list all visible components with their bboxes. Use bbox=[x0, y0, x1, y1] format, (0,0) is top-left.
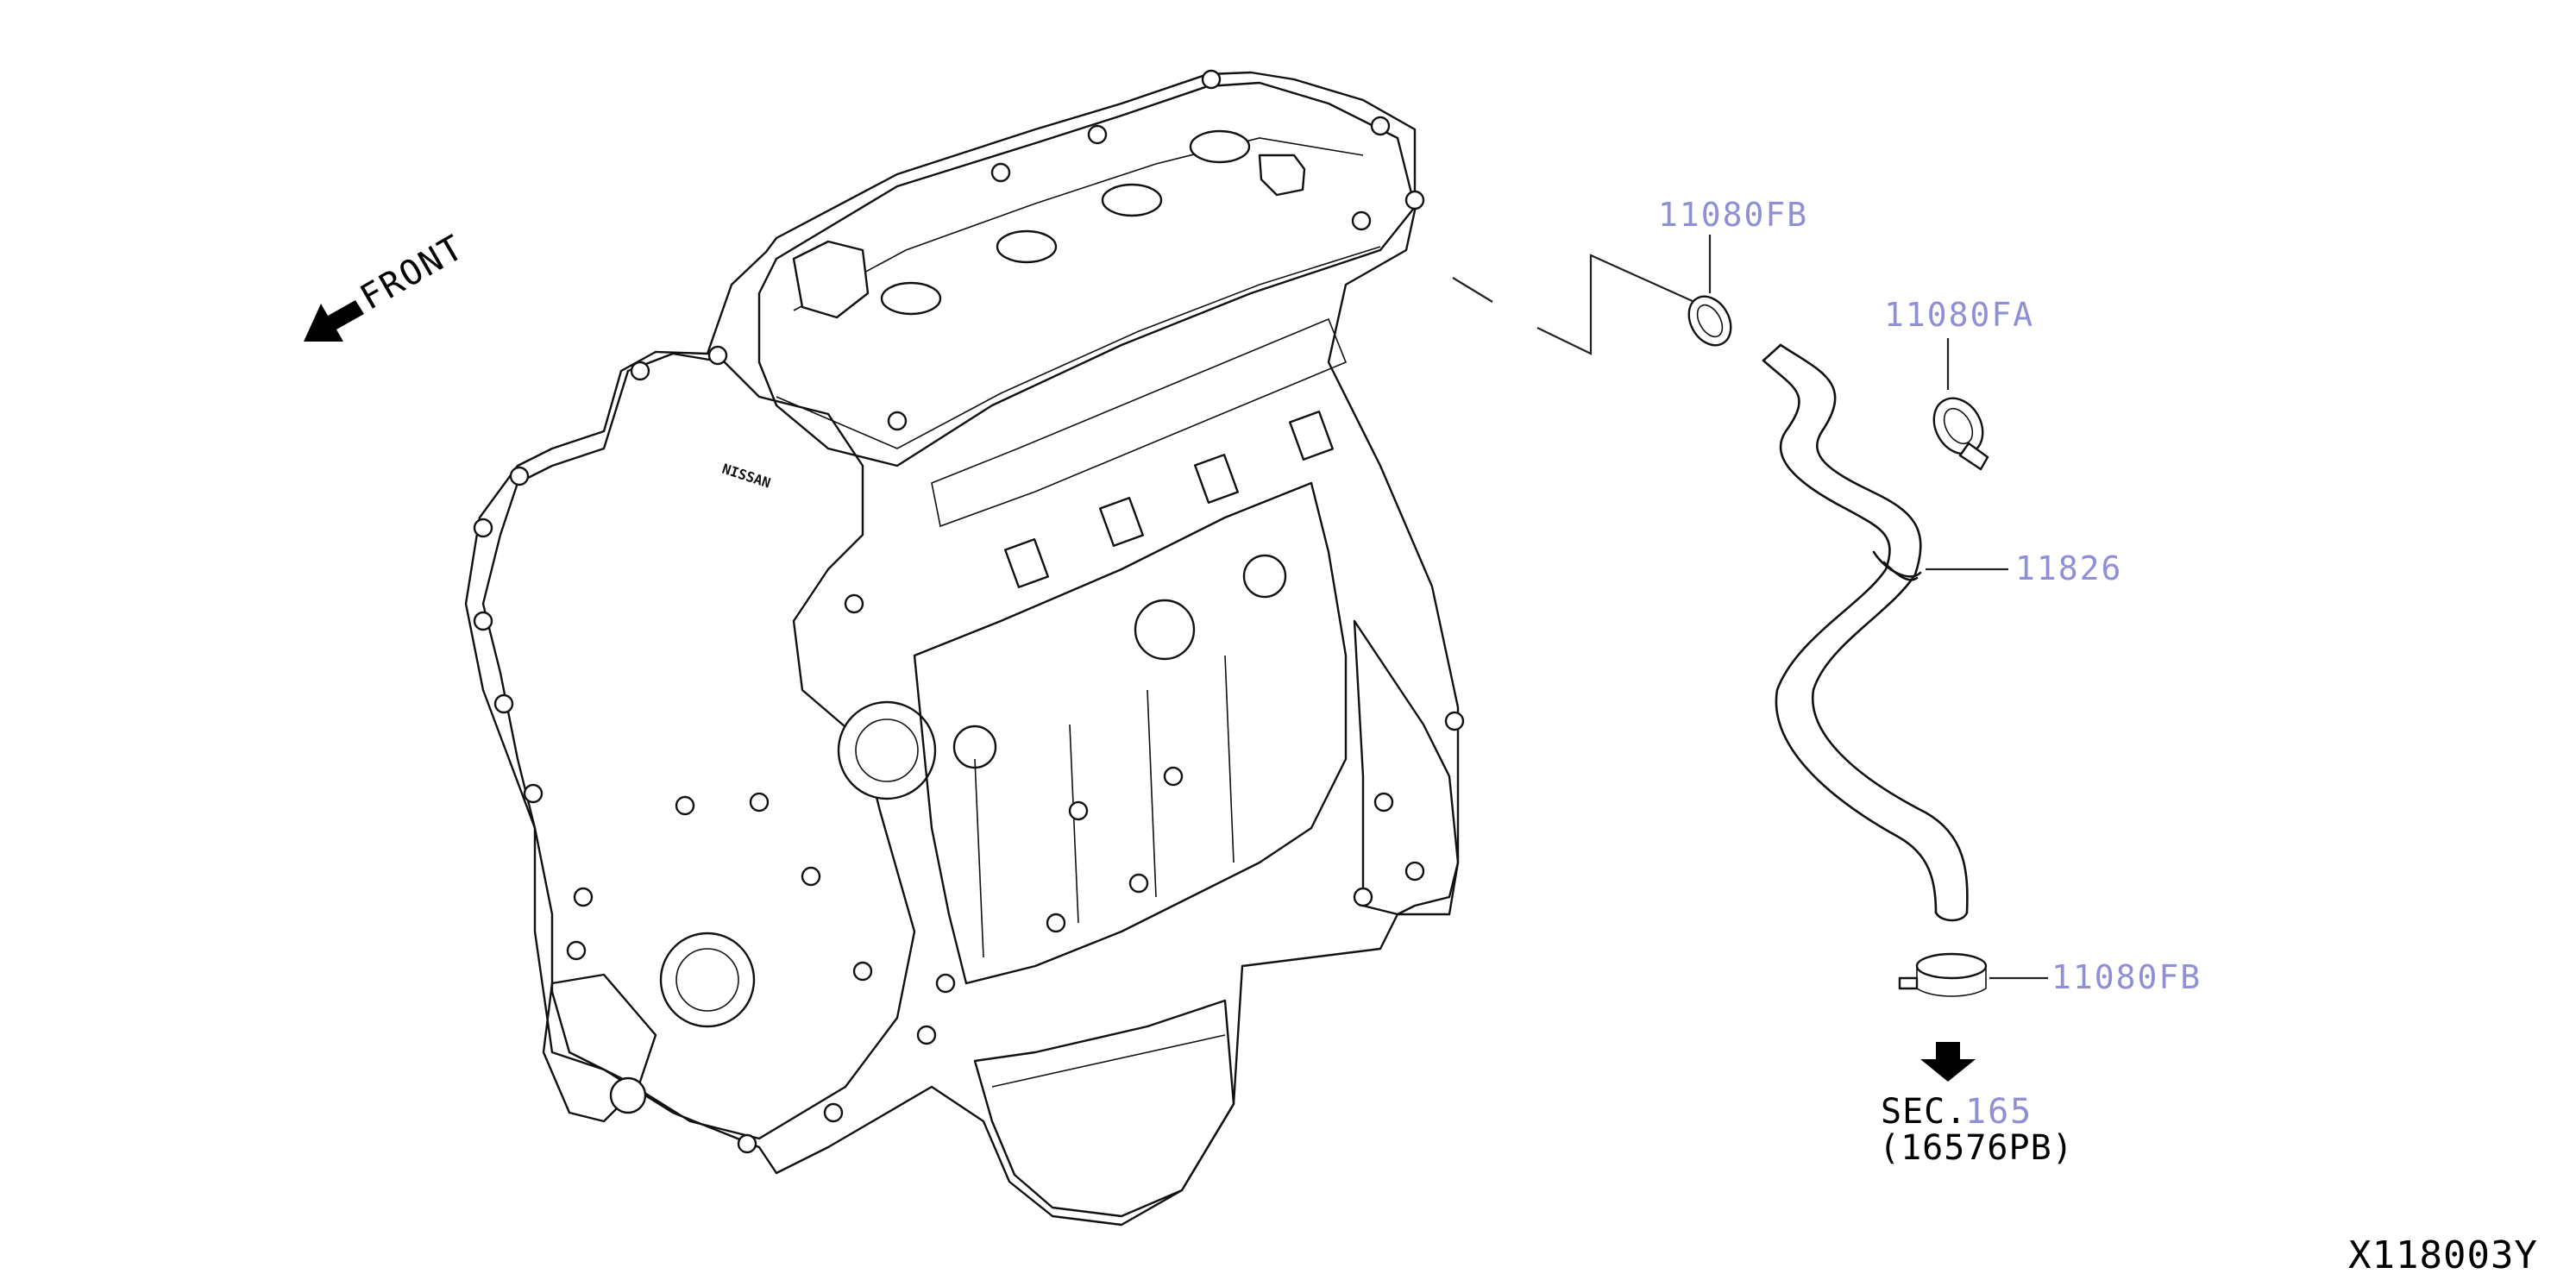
section-prefix: SEC. bbox=[1881, 1092, 1967, 1132]
front-label: FRONT bbox=[354, 228, 471, 318]
blow-by-hose-assembly bbox=[1687, 295, 1989, 997]
bellhousing-face bbox=[1353, 619, 1460, 916]
hose-upper-end bbox=[1762, 343, 1782, 362]
valve-cover-ridge bbox=[793, 137, 1364, 311]
spark-plug-well-3 bbox=[1101, 183, 1163, 217]
down-arrow-icon bbox=[1920, 1042, 1976, 1082]
water-pump-boss bbox=[837, 700, 937, 800]
hose-band-2 bbox=[1872, 550, 1922, 578]
boss-port-2 bbox=[1134, 599, 1196, 661]
callout-clamp-lower: 11080FB bbox=[2051, 958, 2202, 996]
diagram-code: X118003Y bbox=[2348, 1233, 2538, 1277]
oil-pan bbox=[973, 999, 1235, 1218]
oil-pan-flange bbox=[991, 1034, 1226, 1088]
bracket-hole bbox=[609, 1076, 647, 1114]
port-3 bbox=[1194, 454, 1239, 504]
oil-filler-neck bbox=[792, 240, 870, 319]
hose-outer-left bbox=[1762, 359, 1938, 914]
break-line-2 bbox=[1536, 254, 1695, 355]
port-1 bbox=[1004, 538, 1049, 588]
front-arrow-icon bbox=[304, 300, 364, 342]
engine-badge: NISSAN bbox=[720, 461, 773, 492]
valve-cover-lower-edge bbox=[776, 246, 1381, 449]
callout-hose: 11826 bbox=[2015, 549, 2122, 587]
hose-band bbox=[1882, 561, 1919, 581]
engine-outline bbox=[464, 71, 1460, 1227]
section-number: 165 bbox=[1965, 1092, 2033, 1132]
bolt-heads bbox=[473, 69, 1465, 1154]
block-rib-1 bbox=[974, 758, 984, 958]
spark-plug-well-1 bbox=[880, 281, 942, 316]
port-2 bbox=[1099, 497, 1144, 547]
timing-cover bbox=[481, 352, 916, 1140]
leader-lines bbox=[1708, 235, 2048, 980]
crankshaft-seal-inner bbox=[675, 948, 739, 1012]
water-pump-boss-inner bbox=[855, 718, 919, 782]
front-direction-indicator: FRONT bbox=[304, 228, 471, 342]
breather-nipple bbox=[1258, 154, 1306, 197]
spark-plug-well-4 bbox=[1189, 129, 1251, 164]
callout-clamp-mid: 11080FA bbox=[1884, 296, 2034, 334]
hose-outer-right bbox=[1779, 343, 1969, 914]
crankshaft-seal-outer bbox=[659, 932, 756, 1028]
clamp-upper bbox=[1687, 295, 1732, 347]
hose-lower-end bbox=[1934, 911, 1969, 922]
boss-port-4 bbox=[1242, 554, 1287, 599]
block-rib-2 bbox=[1069, 724, 1079, 924]
section-reference: SEC. 165 (16576PB) bbox=[1879, 1042, 2074, 1168]
block-rib-3 bbox=[1147, 689, 1157, 898]
manifold-flange bbox=[931, 317, 1348, 528]
callout-clamp-upper: 11080FB bbox=[1658, 196, 1808, 234]
section-part: (16576PB) bbox=[1879, 1128, 2074, 1168]
spark-plug-well-2 bbox=[996, 229, 1058, 264]
clamp-lower bbox=[1898, 952, 1988, 997]
engine-assembly: NISSAN bbox=[464, 69, 1695, 1227]
cylinder-block-face bbox=[913, 481, 1348, 985]
clamp-mid bbox=[1932, 397, 1989, 471]
break-line bbox=[1452, 277, 1493, 303]
port-4 bbox=[1289, 411, 1334, 461]
block-rib-4 bbox=[1224, 655, 1235, 863]
